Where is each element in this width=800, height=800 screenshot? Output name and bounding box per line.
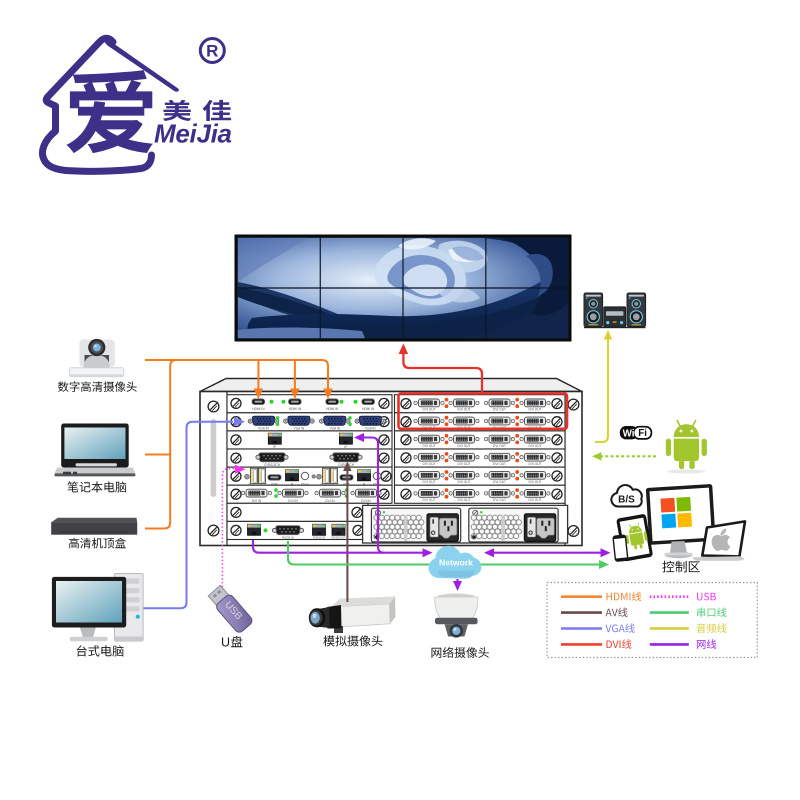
svg-text:VGA IN: VGA IN (329, 427, 340, 431)
svg-text:RS422 IN: RS422 IN (313, 536, 325, 540)
svg-text:DVI OUT: DVI OUT (529, 444, 542, 448)
svg-text:HDMI IN: HDMI IN (252, 407, 265, 411)
svg-text:Fi: Fi (638, 428, 647, 439)
svg-text:✱: ✱ (471, 534, 477, 542)
svg-text:DVI OUT: DVI OUT (423, 408, 436, 412)
svg-text:IP: IP (273, 445, 276, 449)
svg-text:DVI OUT: DVI OUT (423, 498, 436, 502)
svg-text:DVI OUT: DVI OUT (493, 498, 506, 502)
svg-text:VGA IN: VGA IN (258, 427, 269, 431)
svg-text:DVI OUT: DVI OUT (493, 480, 506, 484)
svg-text:IP: IP (363, 482, 366, 486)
svg-text:DVI IN: DVI IN (252, 499, 262, 503)
svg-text:DVI OUT: DVI OUT (529, 498, 542, 502)
svg-text:DVI OUT: DVI OUT (529, 408, 542, 412)
svg-text:8-CH USB USB: 8-CH USB USB (320, 482, 338, 486)
svg-text:DVI OUT: DVI OUT (458, 462, 471, 466)
svg-text:Phone: Phone (301, 482, 309, 486)
svg-text:HDMI IN: HDMI IN (362, 407, 375, 411)
svg-text:DVI IN: DVI IN (288, 499, 298, 503)
svg-text:DVI OUT: DVI OUT (493, 462, 506, 466)
svg-text:Network: Network (439, 558, 473, 568)
svg-text:CVBS-8CH: CVBS-8CH (264, 463, 281, 467)
svg-text:VGA IN: VGA IN (294, 427, 305, 431)
svg-text:IP: IP (344, 445, 347, 449)
svg-text:R: R (206, 42, 218, 61)
svg-text:HDMI IN: HDMI IN (326, 407, 339, 411)
svg-text:DVI OUT: DVI OUT (458, 408, 471, 412)
svg-text:B/S: B/S (618, 495, 635, 506)
svg-text:DVI OUT: DVI OUT (458, 444, 471, 448)
svg-text:DVI OUT: DVI OUT (529, 480, 542, 484)
svg-text:DVI OUT: DVI OUT (458, 498, 471, 502)
svg-text:DVI OUT: DVI OUT (423, 462, 436, 466)
svg-text:HDMI IN: HDMI IN (289, 407, 302, 411)
svg-text:Wi: Wi (623, 428, 635, 439)
svg-text:VGA IN: VGA IN (365, 427, 376, 431)
svg-text:DVI OUT: DVI OUT (458, 480, 471, 484)
svg-text:U: U (221, 636, 230, 650)
svg-text:DVI OUT: DVI OUT (493, 408, 506, 412)
svg-text:IP: IP (291, 482, 294, 486)
svg-text:MeiJia: MeiJia (154, 119, 232, 149)
svg-text:DVI OUT: DVI OUT (423, 444, 436, 448)
svg-text:DVI OUT: DVI OUT (493, 444, 506, 448)
svg-text:HDMI: HDMI (271, 482, 278, 486)
svg-text:8-CH USB USB: 8-CH USB USB (248, 482, 266, 486)
svg-text:RS232 IN: RS232 IN (282, 536, 294, 540)
svg-text:DVI OUT: DVI OUT (529, 462, 542, 466)
svg-text:DVI IN: DVI IN (361, 499, 371, 503)
svg-text:✱: ✱ (374, 534, 380, 542)
svg-text:DVI OUT: DVI OUT (423, 480, 436, 484)
svg-text:RS422OUT: RS422OUT (332, 536, 346, 540)
svg-text:DVI IN: DVI IN (325, 499, 335, 503)
